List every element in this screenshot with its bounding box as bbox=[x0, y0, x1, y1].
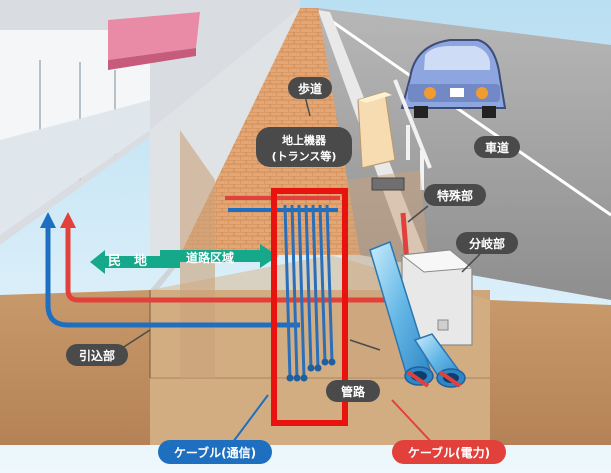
svg-text:分岐部: 分岐部 bbox=[469, 236, 505, 251]
svg-text:(トランス等): (トランス等) bbox=[272, 149, 337, 163]
svg-text:地上機器: 地上機器 bbox=[282, 133, 327, 147]
shop-awning bbox=[108, 12, 200, 60]
manhole-cover bbox=[371, 177, 405, 191]
car-icon bbox=[400, 39, 507, 118]
roadway-label: 車道 bbox=[474, 136, 520, 158]
power-conduits bbox=[369, 241, 466, 388]
service-entrance-label: 引込部 bbox=[66, 344, 128, 366]
road-area-label: 道路区域 bbox=[186, 250, 234, 265]
private-land-arrow bbox=[90, 250, 180, 274]
branch-box bbox=[400, 249, 474, 346]
sidewalk-label: 歩道 bbox=[288, 77, 332, 99]
conduit-label: 管路 bbox=[326, 380, 380, 402]
svg-text:引込部: 引込部 bbox=[79, 348, 115, 363]
telecom-cable-bundle bbox=[283, 204, 334, 379]
guard-rail bbox=[393, 79, 432, 190]
telecom-leader bbox=[229, 394, 269, 447]
cable-ends bbox=[286, 358, 336, 382]
svg-text:歩道: 歩道 bbox=[298, 81, 322, 96]
cable-telecom-label: ケーブル(通信) bbox=[158, 440, 272, 464]
private-land-label: 民 地 bbox=[108, 253, 147, 269]
special-section-label: 特殊部 bbox=[424, 184, 486, 206]
lane-line bbox=[329, 18, 611, 217]
svg-text:管路: 管路 bbox=[341, 384, 366, 399]
svg-text:ケーブル(通信): ケーブル(通信) bbox=[174, 445, 256, 460]
svg-text:ケーブル(電力): ケーブル(電力) bbox=[408, 445, 490, 460]
cable-power-label: ケーブル(電力) bbox=[392, 440, 506, 464]
highlight-rectangle bbox=[271, 188, 348, 426]
service-entrance-pipes bbox=[40, 196, 410, 328]
ground-equipment-label: 地上機器 (トランス等) bbox=[256, 127, 352, 167]
boundary-arrows: 民 地 道路区域 bbox=[90, 244, 278, 274]
svg-text:特殊部: 特殊部 bbox=[437, 188, 473, 203]
road-area-arrow bbox=[160, 244, 278, 268]
branch-section-label: 分岐部 bbox=[456, 232, 518, 254]
power-leader bbox=[391, 399, 436, 447]
svg-text:車道: 車道 bbox=[485, 140, 509, 155]
building bbox=[0, 0, 300, 245]
ground-equipment bbox=[357, 91, 396, 169]
